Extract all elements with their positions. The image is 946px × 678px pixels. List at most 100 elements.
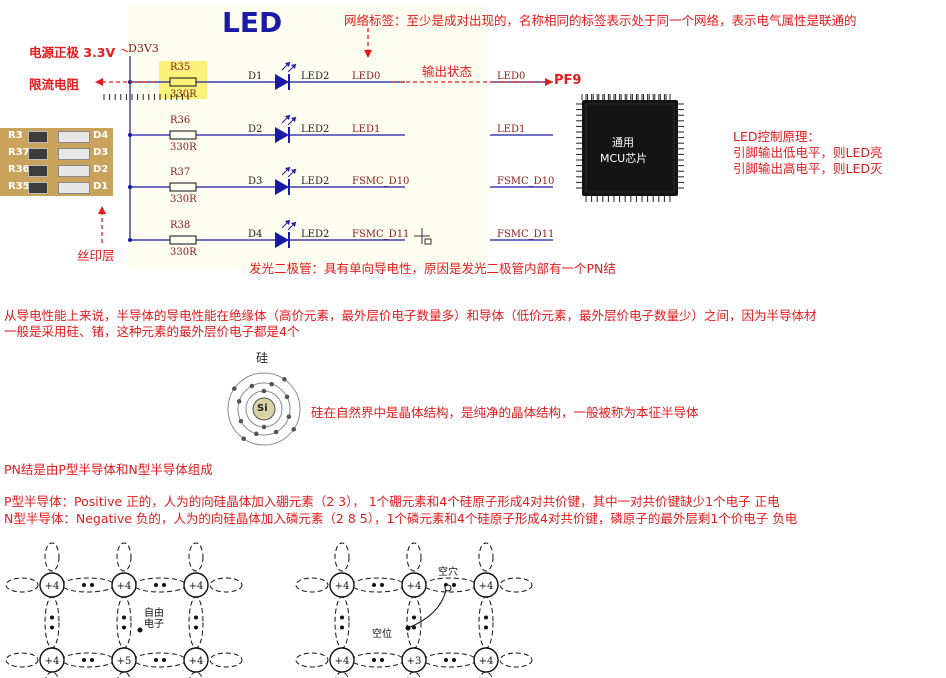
resistor-designator: R36: [170, 115, 190, 126]
silkscreen-led-label: D3: [93, 147, 109, 158]
svg-text:+4: +4: [335, 656, 350, 667]
silkscreen-led-label: D4: [93, 130, 109, 141]
led-part: LED2: [301, 124, 329, 135]
hole-label: 空穴: [438, 567, 458, 578]
led-principle-high: 引脚输出高电平，则LED灭: [733, 161, 883, 176]
pf9-label: PF9: [554, 73, 582, 88]
net-label: FSMC_D10: [352, 176, 409, 187]
semiconductor-line-2: 一般是采用硅、锗，这种元素的最外层价电子都是4个: [4, 324, 300, 339]
svg-text:+4: +4: [479, 581, 494, 592]
resistor-value: 330R: [170, 142, 197, 153]
n-type-text: N型半导体：Negative 负的，人为的向硅晶体加入磷元素（2 8 5），1个…: [4, 511, 798, 526]
n-type-lattice: +4+4+4+4+5+4: [5, 542, 243, 678]
mcu-net-label: FSMC_D10: [497, 176, 554, 187]
resistor-r36: [169, 130, 197, 140]
p-type-lattice: +4 +4 +4 +4 +3 +4: [295, 542, 533, 678]
svg-text:+4: +4: [407, 581, 422, 592]
resistor-designator: R35: [170, 62, 190, 73]
silkscreen-resistor-label: R3: [8, 130, 23, 141]
svg-text:+4: +4: [335, 581, 350, 592]
silkscreen-led-pad: [58, 165, 90, 177]
silkscreen-led-label: D1: [93, 181, 109, 192]
svg-text:+3: +3: [407, 656, 422, 667]
mcu-net-label: FSMC_D11: [497, 229, 554, 240]
led-diode-symbol: [275, 74, 289, 90]
free-electron-label: 自由 电子: [144, 608, 164, 630]
chip-label-2: MCU芯片: [600, 152, 648, 165]
resistor-value: 330R: [170, 89, 197, 100]
led-designator: D3: [248, 176, 262, 187]
resistor-r37: [169, 182, 197, 192]
led-part: LED2: [301, 71, 329, 82]
mcu-chip: [103, 94, 684, 202]
silkscreen-resistor-pad: [28, 165, 48, 177]
power-note-arrow: [121, 48, 129, 53]
lattice-atom: +4: [39, 572, 65, 598]
resistor-value: 330R: [170, 247, 197, 258]
silkscreen-resistor-pad: [28, 148, 48, 160]
hole-path: [407, 589, 447, 629]
silkscreen-row: R37 D3: [0, 145, 113, 162]
led-designator: D2: [248, 124, 262, 135]
net-label: LED1: [352, 124, 380, 135]
vacancy-label: 空位: [372, 629, 392, 640]
lattice-atom: +4: [329, 572, 355, 598]
lattice-atom: +4: [473, 572, 499, 598]
silkscreen-resistor-pad: [28, 182, 48, 194]
net-label: LED0: [352, 71, 380, 82]
svg-text:+4: +4: [479, 656, 494, 667]
silicon-atom-diagram: [227, 372, 301, 446]
silicon-note: 硅在自然界中是晶体结构，是纯净的晶体结构，一般被称为本征半导体: [311, 405, 699, 420]
led-diode-symbol: [275, 232, 289, 248]
svg-text:+4: +4: [117, 581, 132, 592]
silkscreen-led-pad: [58, 182, 90, 194]
led-part: LED2: [301, 229, 329, 240]
resistor-r38: [169, 235, 197, 245]
led-row-2: R36 330R D2 LED2 LED1 LED1: [128, 114, 553, 153]
silkscreen-row: R3 D4: [0, 128, 113, 145]
lattice-atom: +4: [111, 572, 137, 598]
hole-marker: [444, 584, 452, 592]
output-state-label: 输出状态: [422, 64, 473, 79]
mcu-net-label: LED1: [497, 124, 525, 135]
silkscreen-arrow-head: [98, 206, 106, 214]
resistor-designator: R37: [170, 167, 190, 178]
led-diode-symbol: [275, 179, 289, 195]
lattice-atom: +5: [111, 647, 137, 673]
resistor-designator: R38: [170, 220, 190, 231]
svg-text:+4: +4: [45, 656, 60, 667]
output-state-arrow-head: [545, 78, 553, 86]
r35-highlight: [159, 61, 207, 99]
silicon-label: 硅: [256, 351, 269, 365]
silicon-symbol: Si: [257, 403, 268, 414]
power-arrow-head: [95, 78, 103, 86]
silkscreen-resistor-label: R37: [8, 147, 30, 158]
lattice-atom: +4: [39, 647, 65, 673]
net-label: FSMC_D11: [352, 229, 409, 240]
p-type-text: P型半导体：Positive 正的，人为的向硅晶体加入硼元素（2 3）， 1个硼…: [4, 494, 780, 509]
resistor-r35: [169, 77, 197, 87]
led-principle-title: LED控制原理：: [733, 129, 820, 144]
silkscreen-resistor-pad: [28, 131, 48, 143]
lattice-atom: +4: [401, 572, 427, 598]
power-note: 电源正极 3.3V: [29, 45, 116, 60]
lattice-atom: +3: [401, 647, 427, 673]
supply-net-label: D3V3: [128, 42, 159, 55]
net-label-note: 网络标签：至少是成对出现的，名称相同的标签表示处于同一个网络，表示电气属性是联通…: [344, 13, 857, 28]
resistor-note: 限流电阻: [29, 77, 80, 92]
resistor-value: 330R: [170, 194, 197, 205]
led-designator: D1: [248, 71, 262, 82]
lattice-atom: +4: [183, 572, 209, 598]
crosshair-cursor: [414, 228, 432, 245]
silkscreen-resistor-label: R36: [8, 164, 30, 175]
net-note-arrow-head: [364, 50, 372, 58]
svg-text:+4: +4: [189, 581, 204, 592]
chip-label-1: 通用: [612, 136, 634, 149]
schematic-title: LED: [222, 6, 283, 39]
mcu-net-label: LED0: [497, 71, 525, 82]
